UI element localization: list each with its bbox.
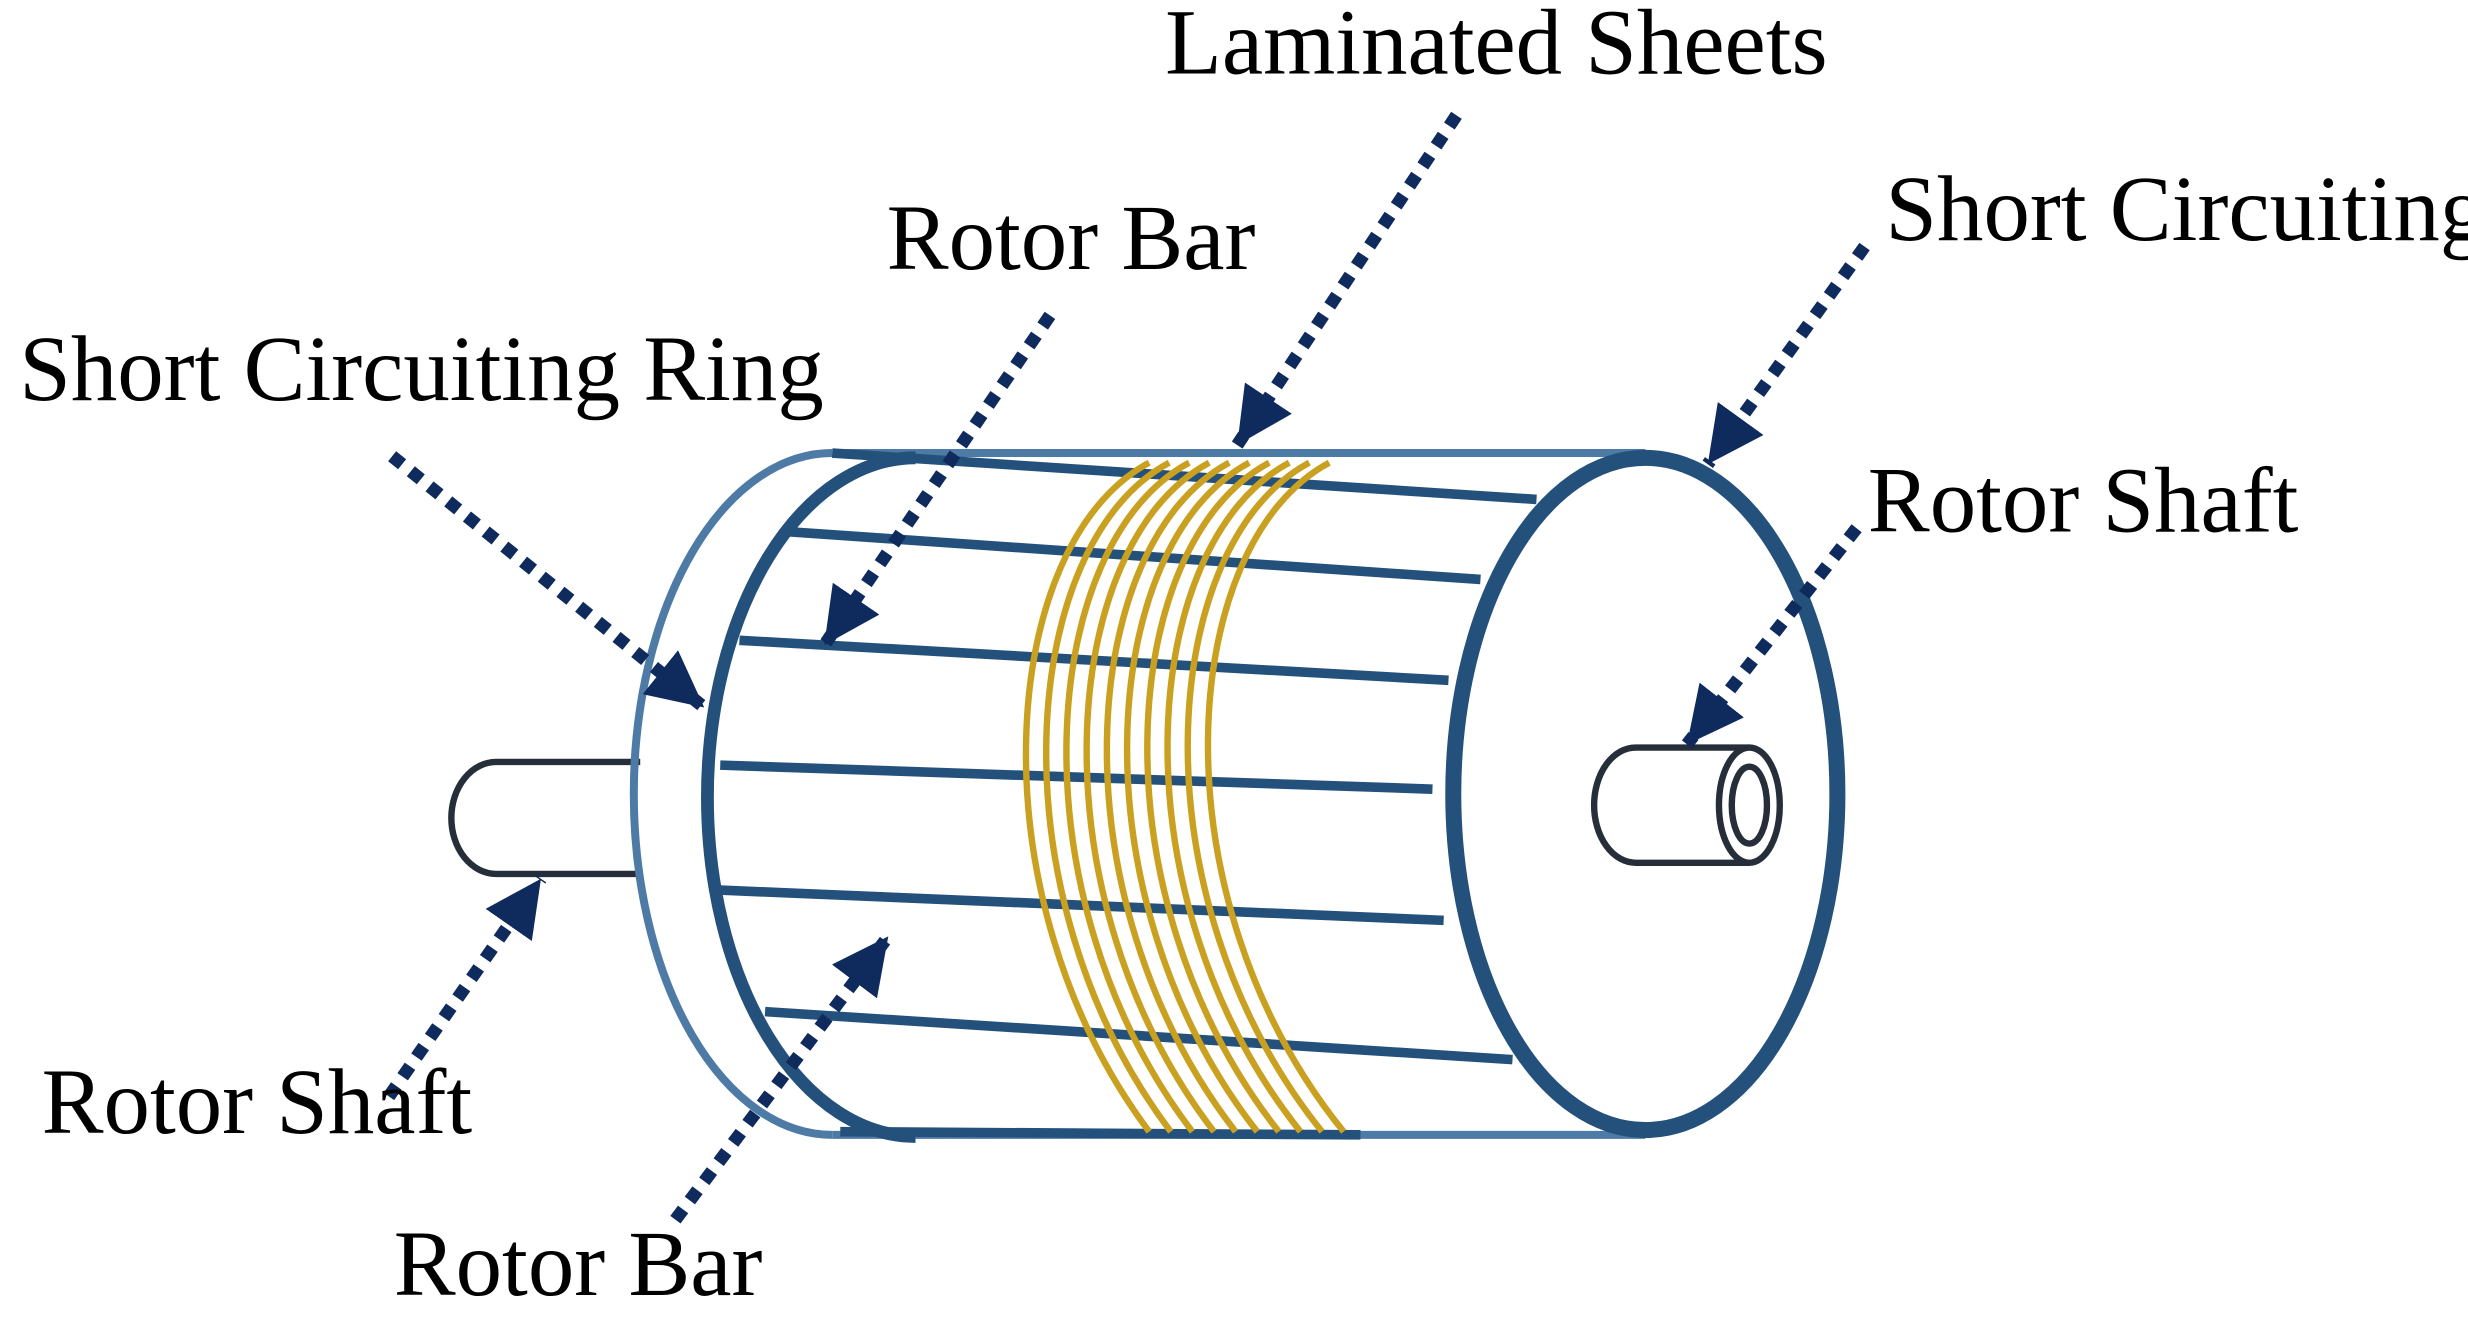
lamination-sheet — [1083, 459, 1217, 1134]
leader-rotor-shaft-left — [383, 875, 547, 1101]
label-rotor-shaft-right: Rotor Shaft — [1868, 449, 2299, 552]
rotor-bar — [716, 885, 1444, 926]
leader-lines — [383, 111, 1870, 1224]
label-short-ring-right: Short Circuiting Ring — [1885, 158, 2468, 261]
laminated-sheets — [1022, 459, 1347, 1134]
lamination-sheet — [1022, 459, 1152, 1134]
lamination-sheet — [1204, 459, 1347, 1134]
lamination-sheet — [1042, 459, 1174, 1134]
label-rotor-bar-bottom: Rotor Bar — [394, 1213, 763, 1316]
lamination-sheet — [1144, 459, 1282, 1134]
rotor-bar — [840, 1126, 1361, 1140]
inner-short-circuit-ring-left — [701, 451, 916, 1143]
right-shaft-end-inner — [1728, 763, 1771, 847]
lamination-sheet — [1184, 459, 1325, 1134]
right-rotor-shaft — [1590, 744, 1750, 866]
label-laminated-sheets: Laminated Sheets — [1165, 0, 1827, 95]
leader-laminated-sheets — [1231, 111, 1462, 449]
leader-short-ring-right — [1702, 242, 1870, 468]
label-short-ring-left: Short Circuiting Ring — [19, 318, 824, 421]
label-rotor-bar-top: Rotor Bar — [887, 187, 1256, 290]
lamination-sheet — [1103, 459, 1239, 1134]
leader-rotor-bar-top — [818, 311, 1056, 649]
label-rotor-shaft-left: Rotor Shaft — [42, 1051, 473, 1154]
outer-short-circuit-ring-left — [629, 449, 833, 1139]
lamination-sheet — [1063, 459, 1195, 1134]
left-rotor-shaft — [448, 758, 641, 878]
leader-short-ring-left — [388, 451, 709, 713]
leader-rotor-bar-bottom — [670, 932, 894, 1224]
rotor-bar — [720, 760, 1433, 794]
lamination-sheet — [1123, 459, 1260, 1134]
rotor-bar — [764, 1006, 1513, 1065]
lamination-sheet — [1164, 459, 1303, 1134]
